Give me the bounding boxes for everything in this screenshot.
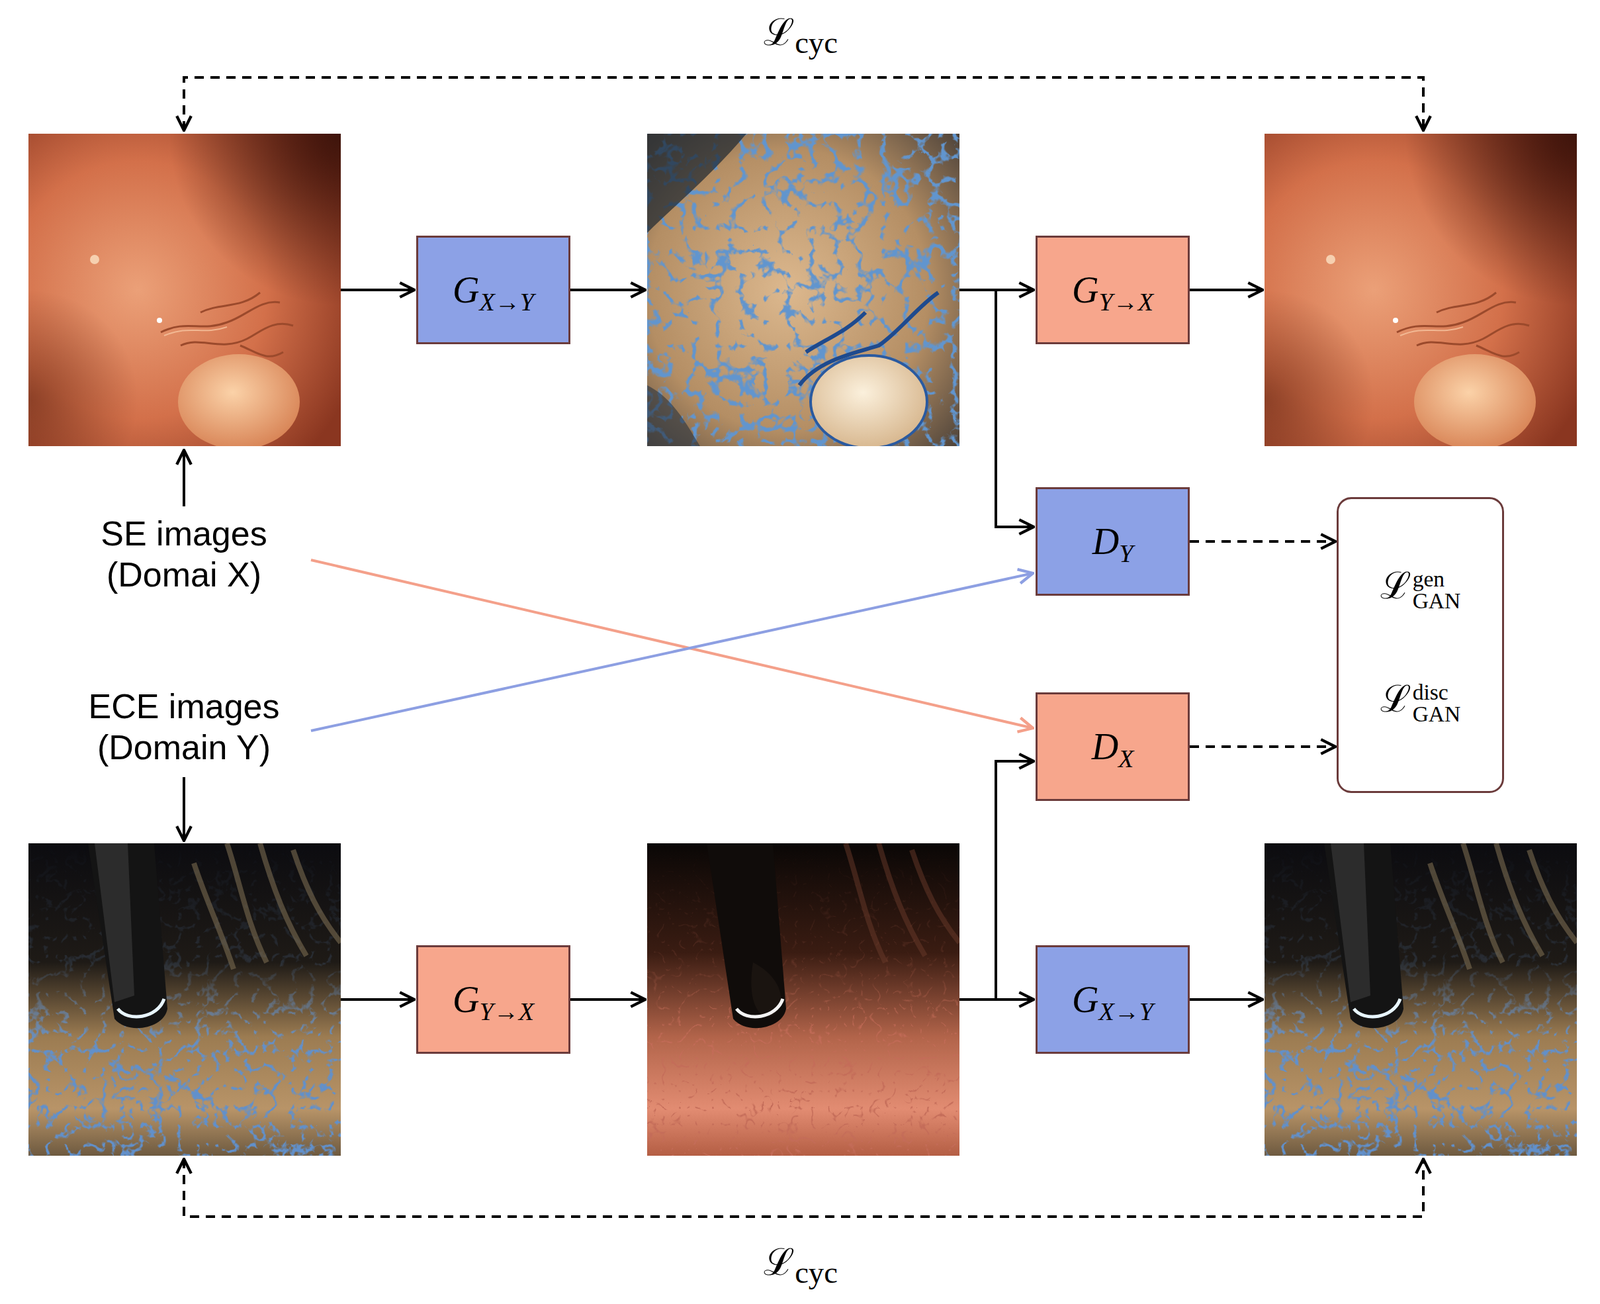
flow-arrow [340, 288, 415, 292]
symbol: ℒ [1380, 678, 1412, 720]
domain-label: SE images (Domai X) [71, 512, 297, 596]
node-text: DY [1092, 520, 1134, 563]
ece-image [647, 133, 960, 448]
real-y-arrow [311, 573, 1033, 731]
loss-box: ℒgenGANℒdiscGAN [1336, 496, 1505, 793]
symbol: D [1092, 520, 1119, 562]
loss-label: ℒcyc [763, 10, 838, 61]
flow-arrow [182, 449, 186, 507]
symbol: ℒ [763, 11, 795, 53]
loss-connector [1189, 539, 1336, 543]
symbol: D [1091, 725, 1119, 767]
symbol: G [452, 978, 480, 1020]
subscript: Y→X [1098, 287, 1154, 316]
script-stack: genGAN [1412, 567, 1462, 613]
flow-arrow [570, 288, 646, 292]
subscript: X→Y [1098, 997, 1154, 1025]
subscript: GAN [1412, 702, 1462, 726]
loss-connector [1189, 745, 1336, 748]
superscript: gen [1412, 567, 1462, 591]
discriminator-box: DY [1035, 487, 1190, 596]
subscript: X→Y [479, 287, 534, 316]
node-text: GY→X [1071, 268, 1154, 312]
node-text: GX→Y [1071, 977, 1154, 1021]
flow-arrow [182, 776, 186, 841]
node-text: GX→Y [452, 268, 534, 312]
superscript: disc [1412, 680, 1462, 704]
symbol: G [1071, 978, 1099, 1020]
symbol: ℒ [1380, 565, 1412, 607]
symbol: ℒ [763, 1241, 795, 1283]
node-text: ℒgenGAN [1380, 564, 1462, 613]
flow-arrow [1189, 997, 1263, 1001]
flow-arrow [340, 997, 415, 1001]
ece-image [28, 843, 341, 1156]
subscript: cyc [794, 1254, 838, 1289]
cycle-loss-bracket [183, 1158, 1424, 1217]
flow-arrow [995, 760, 1034, 1000]
flow-arrow [1189, 288, 1263, 292]
generator-box: GY→X [416, 944, 571, 1054]
se-image [28, 133, 341, 450]
domain-label: ECE images (Domain Y) [71, 685, 297, 769]
ece-image [1264, 843, 1577, 1156]
generator-box: GY→X [1035, 235, 1190, 345]
flow-arrow [995, 289, 1034, 527]
flow-arrow [570, 997, 646, 1001]
flow-arrows [183, 289, 1263, 1000]
discriminator-box: DX [1035, 692, 1190, 801]
node-text: GY→X [452, 977, 534, 1021]
real-x-arrow [311, 559, 1033, 728]
cycle-loss-bracket [183, 77, 1424, 131]
subscript: Y [1118, 539, 1133, 568]
subscript: GAN [1412, 589, 1462, 613]
loss-label: ℒcyc [763, 1240, 838, 1291]
subscript: X [1118, 744, 1134, 773]
symbol: G [1071, 269, 1099, 311]
symbol: G [452, 269, 480, 311]
generator-box: GX→Y [416, 235, 571, 345]
script-stack: discGAN [1412, 680, 1462, 726]
se-image [647, 843, 960, 1156]
se-image [1264, 133, 1577, 450]
subscript: Y→X [479, 997, 534, 1025]
node-text: DX [1091, 725, 1135, 768]
subscript: cyc [794, 25, 838, 60]
node-text: ℒdiscGAN [1380, 677, 1462, 726]
generator-box: GX→Y [1035, 944, 1190, 1054]
